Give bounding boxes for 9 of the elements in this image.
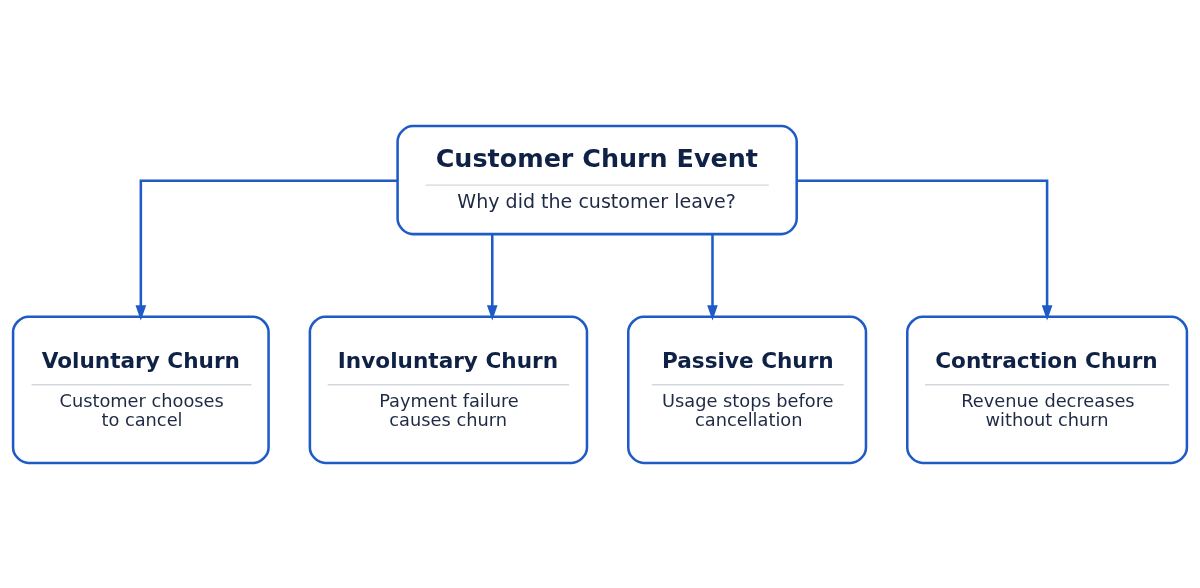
node-box: Contraction Churn Revenue decreases without churn — [906, 314, 1189, 464]
node-box: Voluntary Churn Customer chooses to cancel — [11, 314, 270, 464]
arrow — [486, 234, 498, 320]
node-box: Customer Churn Event Why did the customer leave? — [396, 124, 798, 235]
arrow — [135, 178, 398, 321]
node-box: Passive Churn Usage stops before cancellation — [627, 314, 868, 464]
arrow — [796, 178, 1053, 321]
arrow — [707, 234, 718, 320]
node-box: Involuntary Churn Payment failure causes churn — [308, 314, 589, 464]
